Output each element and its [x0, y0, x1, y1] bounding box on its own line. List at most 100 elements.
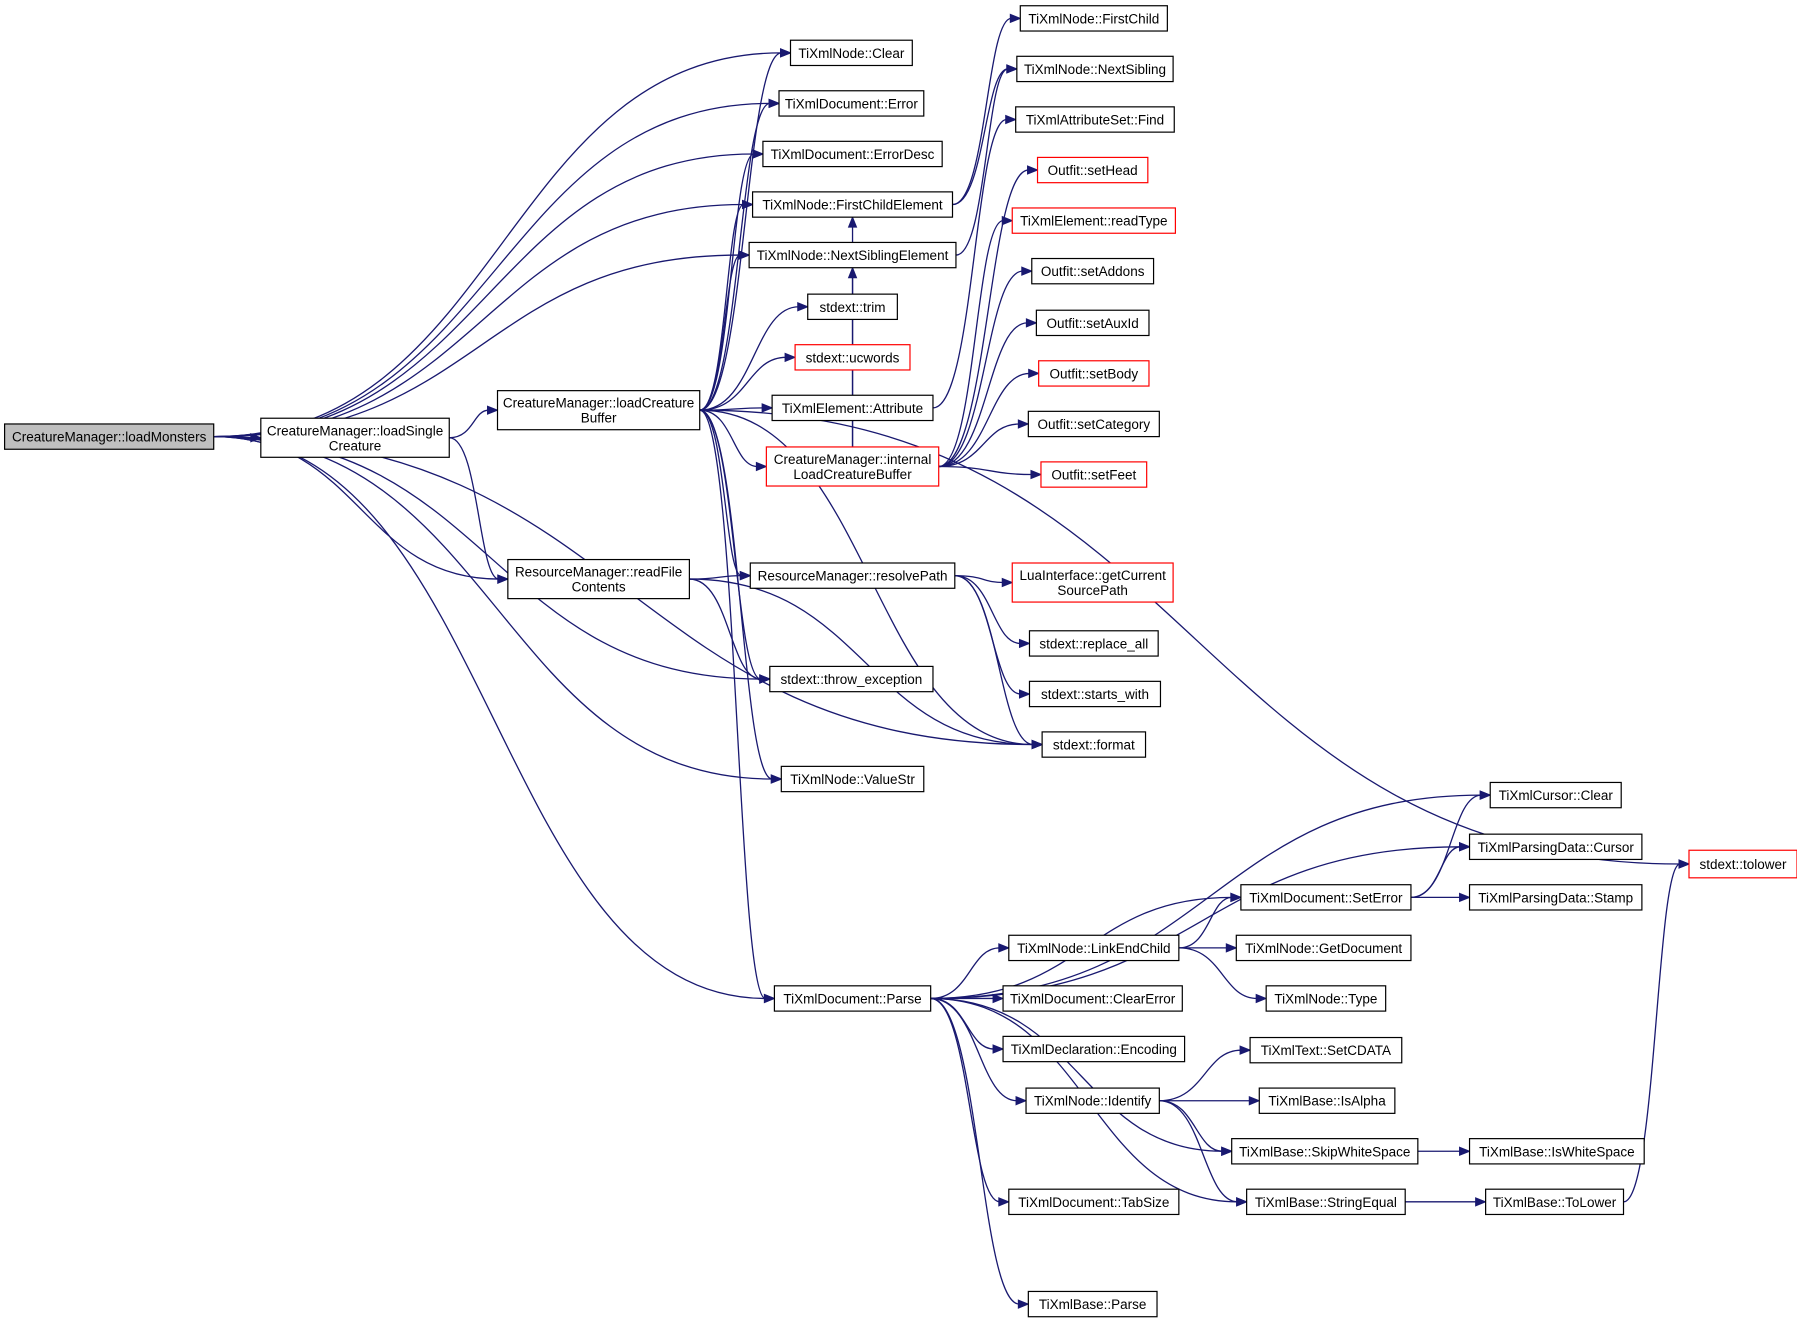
node-label-root-line-0: CreatureManager::loadMonsters — [12, 430, 207, 445]
arrowhead-attribute-to-attrFind — [1005, 114, 1018, 125]
arrowhead-docParse-to-linkEndChild — [998, 943, 1011, 953]
node-box-attribute — [771, 394, 934, 422]
node-internalLoad[interactable]: CreatureManager::internalLoadCreatureBuf… — [765, 446, 940, 487]
edge-docParse-to-baseParse — [930, 997, 1020, 1305]
edge-firstChildElem-to-firstChild — [952, 17, 1012, 206]
node-isWS[interactable]: TiXmlBase::IsWhiteSpace — [1468, 1138, 1645, 1165]
node-attribute[interactable]: TiXmlElement::Attribute — [771, 394, 934, 422]
node-firstChildElem[interactable]: TiXmlNode::FirstChildElement — [751, 191, 954, 218]
node-box-isAlpha — [1258, 1087, 1396, 1114]
node-setCategory[interactable]: Outfit::setCategory — [1027, 410, 1160, 438]
node-root[interactable]: CreatureManager::loadMonsters — [3, 423, 215, 450]
node-docParse[interactable]: TiXmlDocument::Parse — [773, 985, 932, 1012]
node-linkEndChild[interactable]: TiXmlNode::LinkEndChild — [1008, 934, 1180, 962]
node-nodeType[interactable]: TiXmlNode::Type — [1265, 985, 1387, 1012]
edge-loadBuffer-to-firstChildElem — [699, 203, 744, 411]
node-parsingCursor[interactable]: TiXmlParsingData::Cursor — [1468, 833, 1643, 861]
node-box-throwEx — [769, 665, 934, 693]
arrowhead-internalLoad-to-setCategory — [1017, 419, 1030, 429]
node-attrFind[interactable]: TiXmlAttributeSet::Find — [1015, 106, 1175, 133]
node-label-firstChildElem-line-0: TiXmlNode::FirstChildElement — [762, 198, 943, 213]
node-throwEx[interactable]: stdext::throw_exception — [769, 665, 934, 693]
edge-docParse-to-tabSize — [930, 997, 1000, 1203]
node-setAuxId[interactable]: Outfit::setAuxId — [1035, 309, 1150, 337]
node-box-valueStr — [780, 765, 925, 793]
node-label-setFeet-line-0: Outfit::setFeet — [1051, 468, 1136, 483]
node-setBody[interactable]: Outfit::setBody — [1038, 360, 1150, 387]
node-label-luaGetCurrent-line-0: LuaInterface::getCurrent — [1020, 568, 1167, 583]
node-docErrorDesc[interactable]: TiXmlDocument::ErrorDesc — [762, 140, 943, 168]
node-label-setHead-line-0: Outfit::setHead — [1048, 163, 1138, 178]
node-box-isWS — [1468, 1138, 1645, 1165]
arrowhead-firstChildElem-to-firstChild — [1009, 13, 1022, 24]
node-setCDATA[interactable]: TiXmlText::SetCDATA — [1249, 1036, 1403, 1064]
node-baseToLower[interactable]: TiXmlBase::ToLower — [1485, 1188, 1625, 1216]
arrowhead-internalLoad-to-nextSiblingElem — [847, 266, 858, 279]
node-box-cursorClear — [1489, 781, 1622, 809]
node-ucwords[interactable]: stdext::ucwords — [794, 344, 911, 371]
edge-loadBuffer-to-ucwords — [699, 356, 787, 411]
arrowhead-internalLoad-to-setHead — [1027, 165, 1039, 175]
node-firstChild[interactable]: TiXmlNode::FirstChild — [1019, 5, 1168, 32]
node-isAlpha[interactable]: TiXmlBase::IsAlpha — [1258, 1087, 1396, 1114]
node-tabSize[interactable]: TiXmlDocument::TabSize — [1008, 1188, 1180, 1216]
node-box-setHead — [1036, 156, 1149, 184]
node-nextSibling[interactable]: TiXmlNode::NextSibling — [1016, 55, 1174, 83]
node-box-ucwords — [794, 344, 911, 371]
node-box-readType — [1011, 207, 1177, 234]
node-box-setFeet — [1040, 461, 1148, 488]
node-box-firstChild — [1019, 5, 1168, 32]
node-startsWith[interactable]: stdext::starts_with — [1028, 680, 1162, 708]
node-label-loadBuffer-line-0: CreatureManager::loadCreature — [503, 396, 694, 411]
node-replaceAll[interactable]: stdext::replace_all — [1028, 630, 1159, 657]
node-cursorClear[interactable]: TiXmlCursor::Clear — [1489, 781, 1622, 809]
node-setFeet[interactable]: Outfit::setFeet — [1040, 461, 1148, 488]
node-getDocument[interactable]: TiXmlNode::GetDocument — [1235, 934, 1412, 962]
edge-attribute-to-attrFind — [932, 118, 1007, 409]
node-resolvePath[interactable]: ResourceManager::resolvePath — [749, 562, 956, 589]
node-declEncoding[interactable]: TiXmlDeclaration::Encoding — [1002, 1035, 1186, 1063]
node-label-skipWS-line-0: TiXmlBase::SkipWhiteSpace — [1239, 1144, 1410, 1159]
node-box-docError — [778, 90, 925, 117]
arrowhead-docParse-to-baseParse — [1017, 1299, 1030, 1309]
arrowhead-loadBuffer-to-attribute — [761, 403, 774, 413]
node-box-loadSingle — [260, 417, 450, 458]
node-stdTolower[interactable]: stdext::tolower — [1688, 849, 1797, 879]
node-setAddons[interactable]: Outfit::setAddons — [1031, 257, 1155, 285]
node-setHead[interactable]: Outfit::setHead — [1036, 156, 1149, 184]
node-parsingStamp[interactable]: TiXmlParsingData::Stamp — [1468, 884, 1643, 911]
node-identify[interactable]: TiXmlNode::Identify — [1025, 1087, 1160, 1114]
node-nodeClear[interactable]: TiXmlNode::Clear — [789, 39, 913, 67]
node-label-docErrorDesc-line-0: TiXmlDocument::ErrorDesc — [771, 147, 935, 162]
node-label-cursorClear-line-0: TiXmlCursor::Clear — [1499, 788, 1614, 803]
node-box-identify — [1025, 1087, 1160, 1114]
node-box-loadBuffer — [496, 390, 701, 431]
node-box-skipWS — [1231, 1138, 1419, 1165]
edge-docSetError-to-parsingCursor — [1410, 846, 1461, 899]
arrowhead-readFile-to-resolvePath — [739, 570, 752, 581]
node-baseParse[interactable]: TiXmlBase::Parse — [1027, 1290, 1158, 1318]
node-format[interactable]: stdext::format — [1041, 731, 1147, 758]
edge-identify-to-setCDATA — [1159, 1049, 1242, 1102]
node-nextSiblingElem[interactable]: TiXmlNode::NextSiblingElement — [748, 241, 957, 269]
node-docSetError[interactable]: TiXmlDocument::SetError — [1240, 884, 1412, 911]
edge-loadBuffer-to-docError — [699, 102, 771, 411]
node-box-root — [3, 423, 215, 450]
node-label-startsWith-line-0: stdext::starts_with — [1041, 687, 1149, 702]
node-docError[interactable]: TiXmlDocument::Error — [778, 90, 925, 117]
arrowhead-resolvePath-to-format — [1031, 739, 1044, 750]
node-clearError[interactable]: TiXmlDocument::ClearError — [1002, 985, 1183, 1012]
node-box-readFile — [507, 558, 690, 600]
node-skipWS[interactable]: TiXmlBase::SkipWhiteSpace — [1231, 1138, 1419, 1165]
node-label-declEncoding-line-0: TiXmlDeclaration::Encoding — [1011, 1042, 1177, 1057]
edge-root-to-docError — [213, 102, 771, 438]
node-trim[interactable]: stdext::trim — [807, 293, 898, 321]
node-label-parsingCursor-line-0: TiXmlParsingData::Cursor — [1478, 840, 1635, 855]
node-valueStr[interactable]: TiXmlNode::ValueStr — [780, 765, 925, 793]
node-readType[interactable]: TiXmlElement::readType — [1011, 207, 1177, 234]
node-stringEqual[interactable]: TiXmlBase::StringEqual — [1246, 1188, 1406, 1216]
